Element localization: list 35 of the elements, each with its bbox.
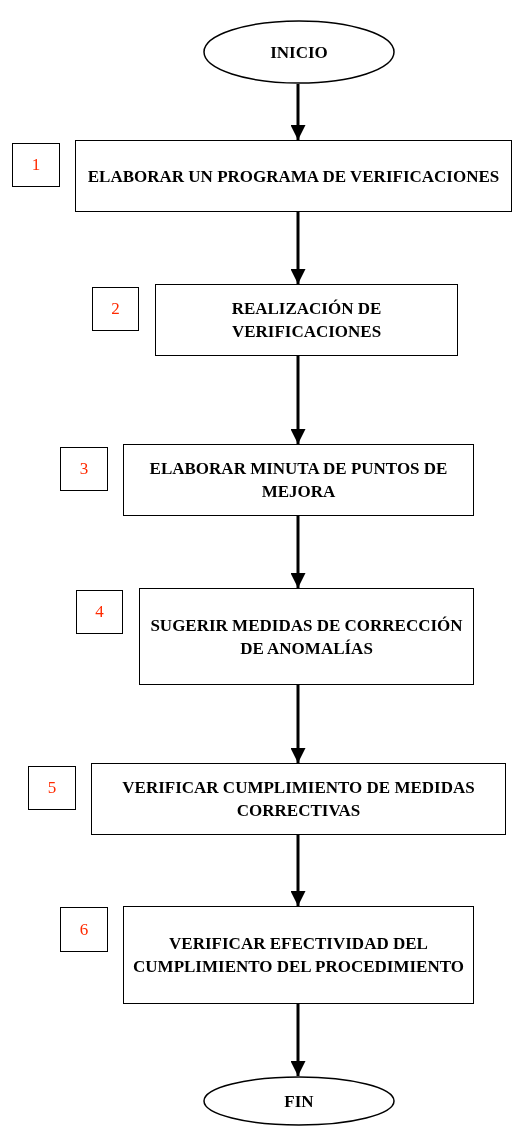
step-label: REALIZACIÓN DE VERIFICACIONES — [230, 298, 383, 343]
step-number: 1 — [31, 154, 41, 177]
step-label: INICIO — [270, 41, 328, 64]
process-box — [155, 284, 458, 356]
step-number: 5 — [47, 777, 57, 800]
step-number: 2 — [111, 298, 120, 321]
step-label: ELABORAR UN PROGRAMA DE VERIFICACIONES — [87, 165, 500, 188]
step-number: 3 — [79, 458, 89, 481]
number-box — [12, 143, 60, 187]
step-label: VERIFICAR CUMPLIMIENTO DE MEDIDAS CORRECTIVAS — [121, 777, 476, 822]
number-box — [28, 766, 76, 810]
arrow — [290, 685, 306, 763]
process-box — [75, 140, 512, 212]
arrow — [290, 1004, 306, 1076]
number-box — [60, 447, 108, 491]
number-box — [76, 590, 123, 634]
step-label: ELABORAR MINUTA DE PUNTOS DE MEJORA — [148, 458, 449, 503]
arrow — [290, 516, 306, 588]
step-number: 6 — [79, 918, 89, 941]
process-box — [123, 444, 474, 516]
number-box — [92, 287, 139, 331]
process-box — [139, 588, 474, 685]
step-label: FIN — [284, 1090, 314, 1113]
arrow — [290, 84, 306, 140]
number-box — [60, 907, 108, 952]
step-number: 4 — [95, 601, 104, 624]
arrow — [290, 212, 306, 284]
arrow — [290, 356, 306, 444]
step-label: VERIFICAR EFECTIVIDAD DEL CUMPLIMIENTO DEL PROCEDIMIENTO — [132, 933, 465, 978]
process-box — [123, 906, 474, 1004]
arrow — [290, 835, 306, 906]
terminator-ellipse — [203, 1076, 395, 1126]
terminator-ellipse — [203, 20, 395, 84]
step-label: SUGERIR MEDIDAS DE CORRECCIÓN DE ANOMALÍAS — [149, 614, 464, 660]
process-box — [91, 763, 506, 835]
